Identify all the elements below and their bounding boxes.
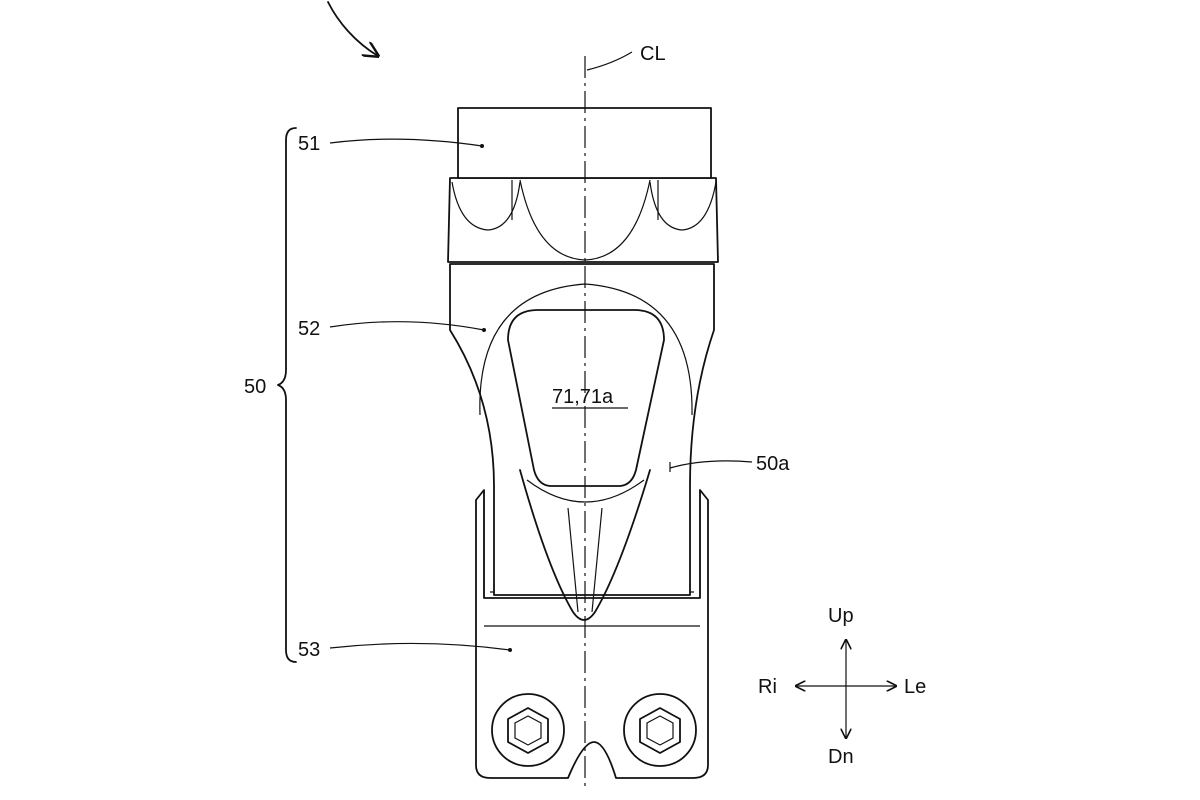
leader-53 — [329, 642, 511, 651]
right-bolt — [623, 693, 697, 767]
dot-52 — [482, 328, 486, 332]
cl-leader — [586, 51, 633, 71]
dot-53 — [508, 648, 512, 652]
label-51: 51 — [298, 133, 320, 155]
leader-51 — [329, 138, 483, 147]
window-opening — [507, 309, 665, 487]
label-cl: CL — [640, 43, 666, 65]
left-bolt — [491, 693, 565, 767]
dir-left: Le — [904, 676, 926, 698]
direction-compass: Up Dn Ri Le — [758, 605, 926, 768]
label-52: 52 — [298, 318, 320, 340]
nose-shape — [519, 469, 651, 621]
top-clamp-ring — [447, 177, 719, 263]
dot-51 — [480, 144, 484, 148]
nose-inner-left — [567, 507, 579, 613]
bottom-clamp-body — [475, 489, 709, 779]
assembly-brace — [277, 127, 297, 663]
nose-inner-curve — [526, 479, 645, 503]
label-opening: 71,71a — [552, 386, 614, 408]
label-50: 50 — [244, 376, 266, 398]
dir-down: Dn — [828, 746, 854, 768]
leader-50a — [669, 460, 753, 469]
dir-up: Up — [828, 605, 854, 627]
view-arrow — [327, 1, 378, 56]
ring-scallop-right — [649, 181, 717, 231]
label-53: 53 — [298, 639, 320, 661]
dir-right: Ri — [758, 676, 777, 698]
leader-52 — [329, 321, 485, 331]
label-50a: 50a — [756, 453, 790, 475]
ring-scallop-left — [451, 181, 521, 231]
nose-inner-right — [591, 507, 603, 613]
